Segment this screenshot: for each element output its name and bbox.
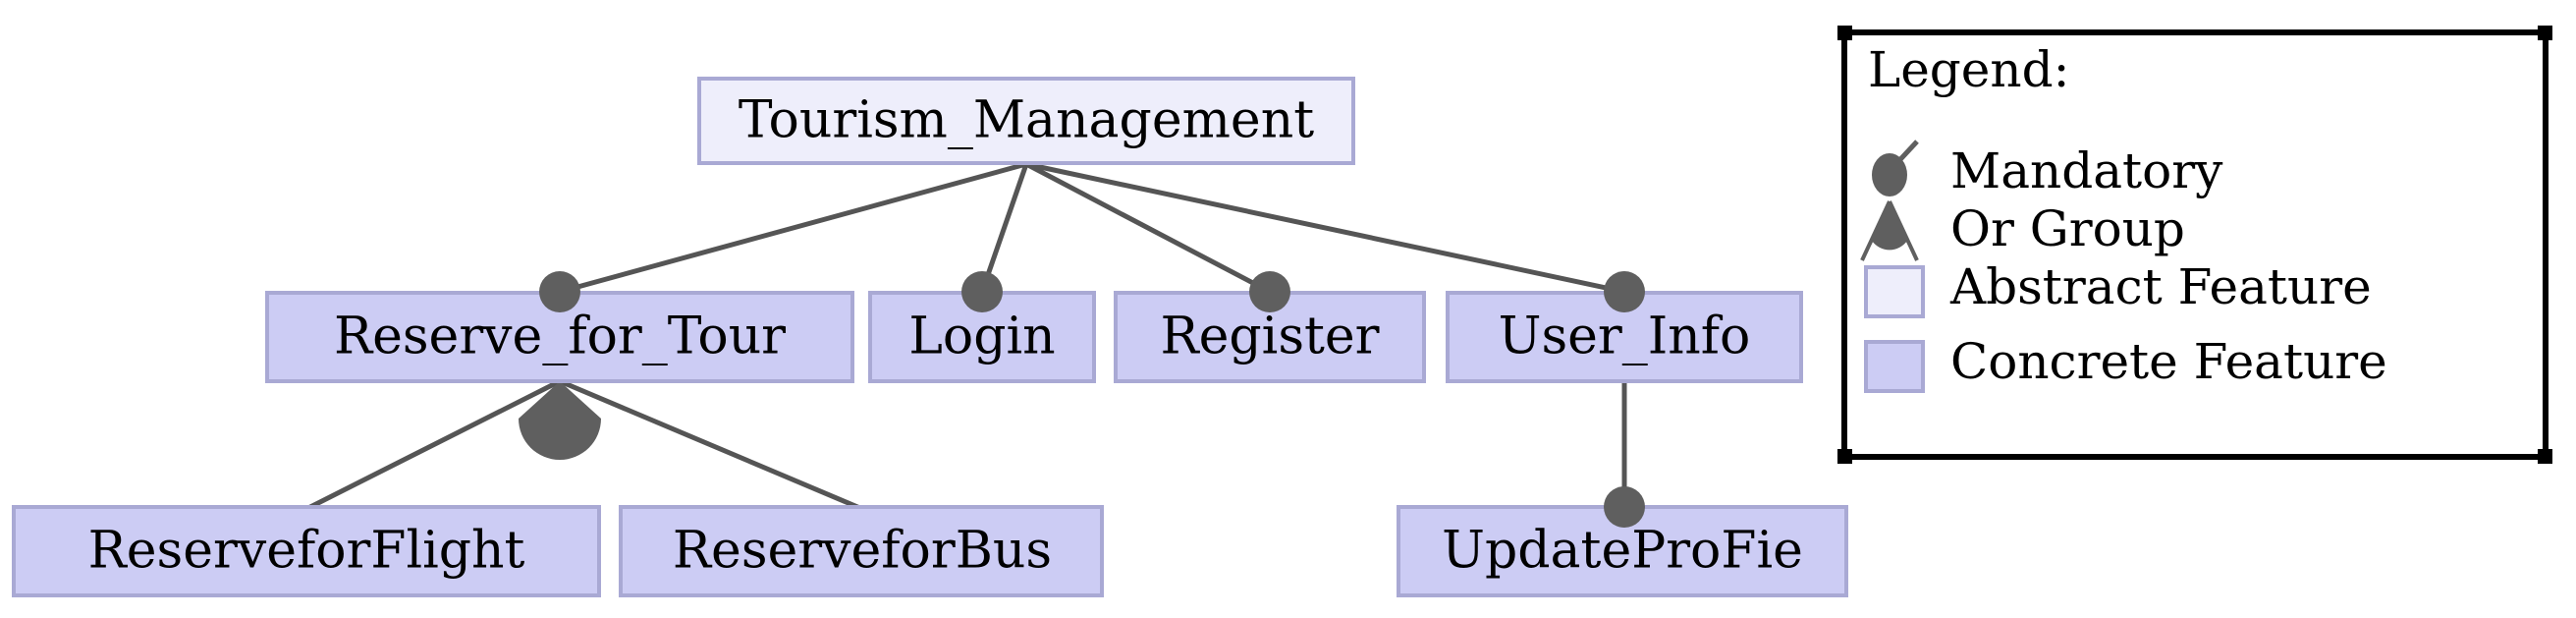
node-label-user-info: User_Info: [1499, 308, 1751, 366]
mandatory-circle-icon-login: [961, 271, 1003, 312]
legend-handle-top-left[interactable]: [1837, 26, 1852, 40]
legend-item-concrete-feature[interactable]: Concrete Feature: [1864, 333, 2387, 393]
node-box-reserve-for-tour[interactable]: [265, 291, 854, 383]
legend-item-abstract-feature[interactable]: Abstract Feature: [1864, 258, 2372, 318]
node-tourism-management[interactable]: Tourism_Management: [697, 77, 1355, 165]
legend-label-concrete-feature: Concrete Feature: [1950, 333, 2387, 390]
or-group-triangle-icon: [1860, 200, 1919, 261]
node-label-reserve-for-tour: Reserve_for_Tour: [334, 308, 786, 366]
legend-handle-top-right[interactable]: [2538, 26, 2552, 40]
node-reserveforbus[interactable]: ReserveforBus: [619, 505, 1104, 597]
node-label-tourism-management: Tourism_Management: [739, 91, 1314, 150]
mandatory-circle-icon-register: [1249, 271, 1290, 312]
legend-item-or-group[interactable]: Or Group: [1860, 200, 2185, 261]
node-label-reserveforflight: ReserveforFlight: [88, 522, 525, 581]
mandatory-marker-layer: [539, 271, 1645, 528]
legend-title: Legend:: [1868, 41, 2069, 98]
abstract-feature-swatch-icon: [1864, 265, 1925, 318]
legend-label-or-group: Or Group: [1950, 200, 2185, 257]
node-box-reserveforbus[interactable]: [619, 505, 1104, 597]
node-label-register: Register: [1160, 308, 1379, 366]
mandatory-circle-icon-updateprofie: [1604, 486, 1645, 528]
mandatory-circle-icon-reserve-for-tour: [539, 271, 580, 312]
legend-label-abstract-feature: Abstract Feature: [1949, 258, 2372, 315]
edge-root-to-login: [979, 163, 1029, 293]
mandatory-circle-icon-user-info: [1604, 271, 1645, 312]
concrete-feature-swatch-icon: [1864, 340, 1925, 393]
legend-box[interactable]: [1841, 29, 2549, 460]
or-group-marker-reserve-for-tour: [519, 381, 601, 460]
node-box-tourism-management[interactable]: [697, 77, 1355, 165]
edge-root-to-register: [1024, 161, 1272, 295]
node-label-reserveforbus: ReserveforBus: [673, 522, 1052, 581]
or-group-arc-icon: [519, 381, 601, 460]
edge-reserve-for-tour-to-reserveforbus: [559, 378, 863, 512]
node-reserveforflight[interactable]: ReserveforFlight: [12, 505, 601, 597]
edge-reserve-for-tour-to-reserveforflight: [304, 378, 562, 512]
node-label-updateprofie: UpdateProFie: [1442, 522, 1803, 581]
legend-handle-bottom-left[interactable]: [1837, 449, 1852, 464]
node-reserve-for-tour[interactable]: Reserve_for_Tour: [265, 291, 854, 383]
edge-layer: [304, 161, 1627, 512]
node-box-reserveforflight[interactable]: [12, 505, 601, 597]
legend-label-mandatory: Mandatory: [1950, 142, 2223, 199]
legend[interactable]: Legend: Mandatory Or Group: [1837, 26, 2552, 464]
node-label-login: Login: [908, 308, 1055, 366]
edge-root-to-user-info: [1025, 161, 1625, 295]
mandatory-circle-icon: [1872, 140, 1919, 197]
legend-item-mandatory[interactable]: Mandatory: [1872, 140, 2223, 199]
legend-handle-bottom-right[interactable]: [2538, 449, 2552, 464]
edge-root-to-reserve-for-tour: [559, 161, 1027, 295]
